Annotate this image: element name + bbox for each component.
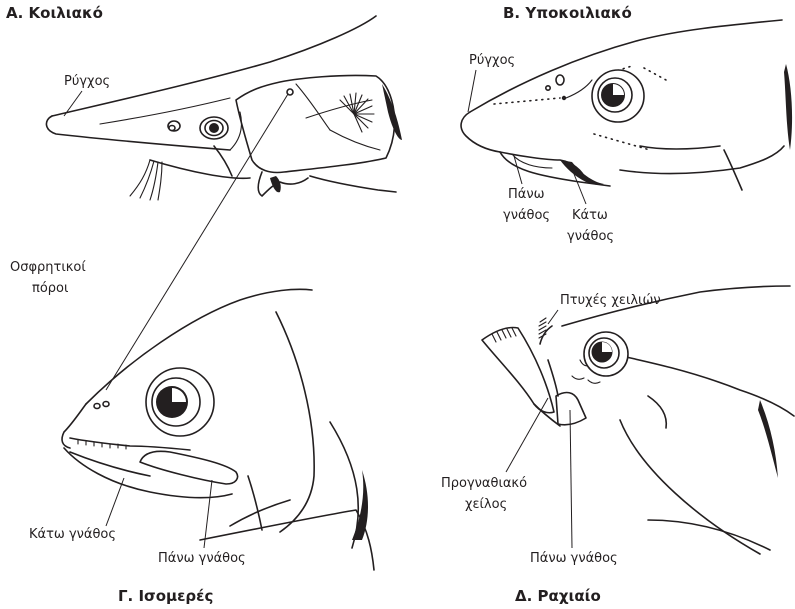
- d-premax-lip-label-1: Προγναθιακό: [441, 476, 527, 491]
- panel-d-title: Δ. Ραχιαίο: [515, 587, 601, 605]
- c-upper-jaw-label: Πάνω γνάθος: [158, 551, 246, 566]
- b-lower-jaw-label-2: γνάθος: [567, 229, 614, 244]
- panel-b-title: Β. Υποκοιλιακό: [503, 4, 632, 22]
- a-snout-label: Ρύγχος: [64, 74, 110, 89]
- panel-a-fish-drawing: [46, 16, 402, 200]
- c-lower-jaw-leader: [106, 478, 124, 526]
- d-lip-folds-label: Πτυχές χειλιών: [560, 293, 661, 308]
- b-snout-label: Ρύγχος: [469, 53, 515, 68]
- d-upper-jaw-leader: [570, 410, 572, 548]
- panel-b-fish-drawing: [461, 20, 792, 190]
- panel-c-title: Γ. Ισομερές: [118, 587, 213, 605]
- nostrils-leader: [106, 94, 288, 390]
- b-upper-jaw-label-2: γνάθος: [503, 208, 550, 223]
- nostrils-label-1: Οσφρητικοί: [10, 260, 86, 275]
- d-upper-jaw-label: Πάνω γνάθος: [530, 551, 618, 566]
- d-premax-lip-leader: [506, 398, 548, 472]
- panel-a-title: Α. Κοιλιακό: [6, 4, 103, 22]
- b-snout-leader: [468, 70, 476, 112]
- c-lower-jaw-label: Κάτω γνάθος: [29, 527, 116, 542]
- a-snout-leader: [64, 91, 82, 116]
- d-lip-folds-leader: [548, 310, 558, 324]
- panel-d-fish-drawing: [482, 286, 794, 554]
- b-lower-jaw-label-1: Κάτω: [572, 208, 608, 223]
- b-upper-jaw-label-1: Πάνω: [508, 187, 545, 202]
- nostrils-label-2: πόροι: [32, 281, 68, 296]
- d-premax-lip-label-2: χείλος: [465, 497, 507, 512]
